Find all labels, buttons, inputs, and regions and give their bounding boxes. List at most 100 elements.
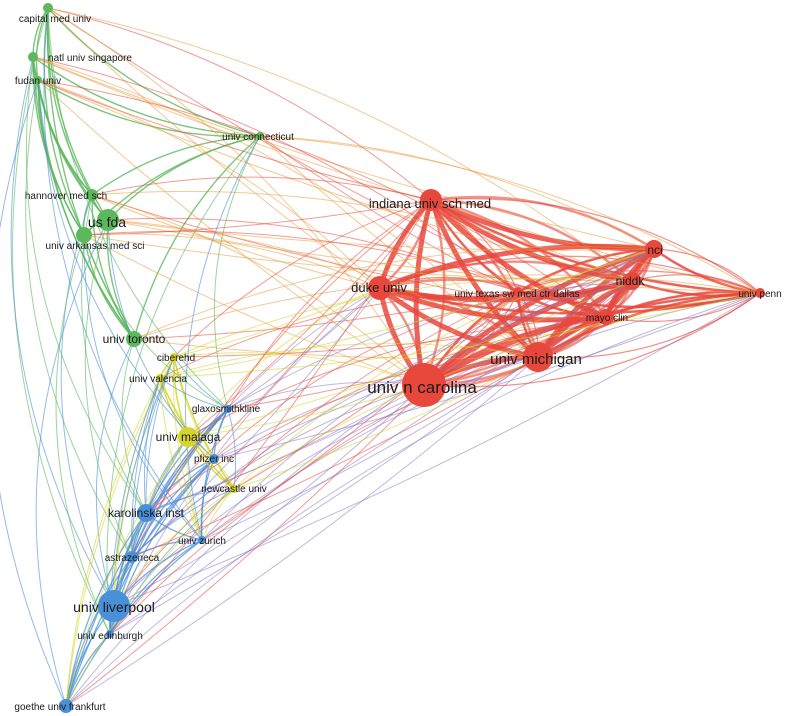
- node-univ-texas-sw-med-ctr-dallas[interactable]: [513, 287, 523, 297]
- cross-cluster-edge: [133, 246, 655, 340]
- cross-cluster-edge: [131, 199, 432, 558]
- node-label-nci: nci: [647, 243, 662, 257]
- cross-cluster-edge: [145, 356, 175, 514]
- node-univ-arkansas-med-sci[interactable]: [76, 227, 92, 243]
- cross-cluster-edge: [227, 199, 432, 410]
- node-goethe-univ-frankfurt[interactable]: [59, 699, 73, 713]
- cross-cluster-edge: [131, 356, 175, 558]
- cross-cluster-edge: [107, 219, 761, 294]
- cross-cluster-edge: [233, 291, 519, 490]
- cross-cluster-edge: [35, 219, 109, 707]
- node-label-univ-penn: univ penn: [738, 289, 781, 300]
- cross-cluster-edge: [131, 488, 235, 558]
- node-niddk[interactable]: [623, 272, 641, 290]
- node-label-univ-edinburgh: univ edinburgh: [77, 631, 143, 642]
- cross-cluster-edge: [43, 7, 203, 541]
- cross-cluster-edge: [0, 79, 67, 707]
- red-core-edge: [631, 274, 761, 294]
- cross-cluster-edge: [186, 436, 203, 541]
- node-astrazeneca[interactable]: [126, 551, 138, 563]
- cross-cluster-edge: [159, 377, 229, 410]
- node-univ-toronto[interactable]: [126, 331, 142, 347]
- red-core-edge: [379, 260, 633, 290]
- blue-edge: [65, 633, 111, 707]
- cross-cluster-edge: [113, 292, 761, 607]
- node-univ-connecticut[interactable]: [256, 132, 264, 140]
- node-fudan-univ[interactable]: [34, 76, 42, 84]
- node-label-univ-valencia: univ valencia: [129, 374, 187, 385]
- cross-cluster-edge: [65, 291, 519, 707]
- cross-cluster-edge: [259, 135, 761, 294]
- node-ciberehd[interactable]: [170, 353, 178, 361]
- node-univ-edinburgh[interactable]: [106, 630, 114, 638]
- cross-cluster-edge: [201, 248, 655, 541]
- cross-cluster-edge: [65, 292, 761, 707]
- node-mayo-clin[interactable]: [598, 309, 614, 325]
- cross-cluster-edge: [201, 292, 761, 541]
- cross-cluster-edge: [95, 338, 135, 607]
- cross-cluster-edge: [109, 280, 633, 635]
- cross-cluster-edge: [65, 248, 655, 707]
- cross-cluster-edge: [91, 194, 381, 289]
- blue-edge: [113, 458, 215, 607]
- node-pfizer-inc[interactable]: [209, 454, 219, 464]
- node-label-univ-michigan: univ michigan: [490, 351, 582, 368]
- node-univ-valencia[interactable]: [156, 374, 164, 382]
- cross-cluster-edge: [37, 79, 607, 318]
- cross-cluster-edge: [47, 7, 381, 289]
- cross-cluster-edge: [233, 248, 655, 490]
- node-univ-zurich[interactable]: [198, 536, 206, 544]
- green-edge: [133, 135, 261, 340]
- cross-cluster-edge: [109, 199, 432, 635]
- cross-cluster-edge: [159, 377, 215, 460]
- cross-cluster-edge: [65, 488, 235, 707]
- cross-cluster-edge: [131, 377, 161, 558]
- node-nci[interactable]: [645, 240, 663, 258]
- node-univ-liverpool[interactable]: [98, 590, 130, 622]
- cross-cluster-edge: [32, 56, 519, 293]
- node-duke-univ[interactable]: [368, 276, 392, 300]
- blue-edge: [65, 458, 215, 707]
- cross-cluster-edge: [37, 79, 215, 460]
- edge-layer: [0, 7, 761, 707]
- node-us-fda[interactable]: [97, 209, 119, 231]
- node-glaxosmithkline[interactable]: [224, 405, 232, 413]
- cross-cluster-edge: [131, 384, 425, 558]
- red-core-edge: [605, 292, 761, 323]
- cross-cluster-edge: [145, 488, 235, 514]
- node-karolinska-inst[interactable]: [137, 504, 155, 522]
- node-univ-penn[interactable]: [755, 288, 765, 298]
- cross-cluster-edge: [159, 248, 655, 379]
- red-core-edge: [430, 198, 761, 295]
- cross-cluster-edge: [173, 356, 215, 460]
- node-indiana-univ-sch-med[interactable]: [420, 189, 442, 211]
- cross-cluster-edge: [65, 377, 161, 707]
- node-univ-n-carolina[interactable]: [402, 363, 446, 407]
- cross-cluster-edge: [91, 190, 633, 282]
- cross-cluster-edge: [47, 7, 432, 201]
- node-capital-med-univ[interactable]: [43, 3, 53, 13]
- cross-cluster-edge: [233, 356, 539, 490]
- node-natl-univ-singapore[interactable]: [28, 52, 38, 62]
- node-label-univ-connecticut: univ connecticut: [222, 132, 294, 143]
- node-label-fudan-univ: fudan univ: [15, 76, 61, 87]
- cross-cluster-edge: [131, 287, 381, 558]
- cross-cluster-edge: [121, 338, 147, 514]
- cross-cluster-edge: [37, 79, 425, 386]
- cross-cluster-edge: [37, 79, 381, 289]
- node-newcastle-univ[interactable]: [230, 485, 238, 493]
- node-univ-michigan[interactable]: [523, 342, 553, 372]
- node-label-niddk: niddk: [616, 274, 646, 288]
- red-core-edge: [517, 270, 761, 294]
- node-label-astrazeneca: astrazeneca: [105, 553, 160, 564]
- cross-cluster-edge: [106, 135, 261, 635]
- cross-cluster-edge: [173, 356, 229, 410]
- cross-cluster-edge: [159, 292, 761, 379]
- cross-cluster-edge: [143, 377, 161, 514]
- node-hannover-med-sch[interactable]: [86, 189, 98, 201]
- cross-cluster-edge: [159, 291, 519, 379]
- cross-cluster-edge: [65, 436, 189, 707]
- node-univ-malaga[interactable]: [178, 427, 198, 447]
